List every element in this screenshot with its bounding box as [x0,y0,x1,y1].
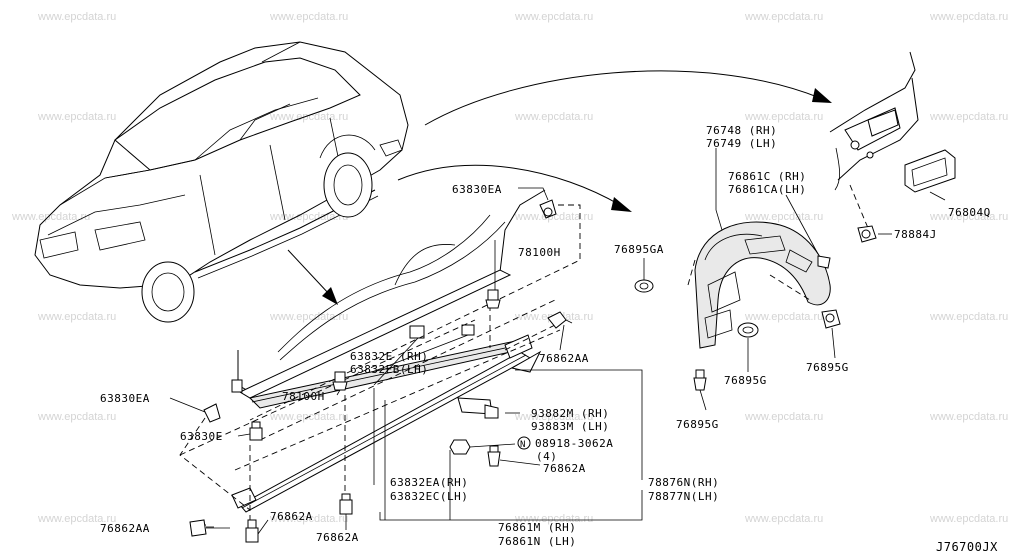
watermark: www.epcdata.ru [929,411,1008,423]
label-63830EA-top: 63830EA [452,183,502,196]
label-63832E: 63832E (RH) [350,350,428,363]
watermark: www.epcdata.ru [269,513,348,525]
label-63830E: 63830E [180,430,223,443]
label-63832EA: 63832EA(RH) [390,476,468,489]
watermark: www.epcdata.ru [929,311,1008,323]
watermark: www.epcdata.ru [744,211,823,223]
watermark: www.epcdata.ru [929,211,1008,223]
part-labels: 63830EA 78100H 63832E (RH) 63832EB(LH) 7… [100,124,991,548]
liner-fasteners [634,279,841,391]
nut-symbol-circle [517,436,531,450]
label-76895G-middle: 76895G [724,374,767,387]
watermark: www.epcdata.ru [514,513,593,525]
watermark: www.epcdata.ru [744,411,823,423]
label-76862A-bottom-2: 76862A [316,531,359,544]
label-78884J: 78884J [894,228,937,241]
label-76862AA-bottom: 76862AA [100,522,150,535]
label-76895G-lower: 76895G [676,418,719,431]
label-08918-quantity: (4) [536,450,557,463]
watermark: www.epcdata.ru [37,11,116,23]
label-76895G-right: 76895G [806,361,849,374]
diagram-code: J76700JX [936,540,998,554]
label-76862A-mid: 76862A [543,462,586,475]
sill-leader-lines [169,187,643,535]
watermark: www.epcdata.ru [269,111,348,123]
watermark: www.epcdata.ru [37,111,116,123]
watermark: www.epcdata.ru [744,11,823,23]
watermark: www.epcdata.ru [514,211,593,223]
label-63832EB: 63832EB(LH) [350,363,428,376]
wheel-house-liner [687,221,831,349]
sill-fasteners [189,199,573,543]
label-76748: 76748 (RH) [706,124,777,137]
watermark: www.epcdata.ru [514,111,593,123]
watermarks: www.epcdata.ru www.epcdata.ru www.epcdat… [11,11,1008,525]
watermark: www.epcdata.ru [514,11,593,23]
label-76895GA: 76895GA [614,243,664,256]
label-78100H-bottom: 78100H [282,390,325,403]
watermark: www.epcdata.ru [744,311,823,323]
label-76861N: 76861N (LH) [498,535,576,548]
watermark: www.epcdata.ru [11,211,90,223]
label-76862AA-mid: 76862AA [539,352,589,365]
watermark: www.epcdata.ru [514,411,593,423]
watermark: www.epcdata.ru [37,311,116,323]
label-76804Q: 76804Q [948,206,991,219]
label-76861C: 76861C (RH) [728,170,806,183]
label-93882M: 93882M (RH) [531,407,609,420]
nut-symbol: N [520,440,526,450]
watermark: www.epcdata.ru [744,513,823,525]
liner-leader-lines [643,148,946,411]
label-76862A-bottom-1: 76862A [270,510,313,523]
label-78877N: 78877N(LH) [648,490,719,503]
watermark: www.epcdata.ru [37,513,116,525]
label-78100H-top: 78100H [518,246,561,259]
watermark: www.epcdata.ru [37,411,116,423]
label-76749: 76749 (LH) [706,137,777,150]
label-63830EA-left: 63830EA [100,392,150,405]
watermark: www.epcdata.ru [929,513,1008,525]
watermark: www.epcdata.ru [269,311,348,323]
direction-arrows [287,70,832,305]
label-76861CA: 76861CA(LH) [728,183,806,196]
label-78876N: 78876N(RH) [648,476,719,489]
label-93883M: 93883M (LH) [531,420,609,433]
watermark: www.epcdata.ru [929,111,1008,123]
watermark: www.epcdata.ru [929,11,1008,23]
watermark: www.epcdata.ru [269,11,348,23]
label-63832EC: 63832EC(LH) [390,490,468,503]
watermark: www.epcdata.ru [744,111,823,123]
car-illustration [34,41,409,323]
label-08918-3062A: 08918-3062A [535,437,613,450]
label-76861M: 76861M (RH) [498,521,576,534]
rear-body-fuel-lid [829,51,956,243]
